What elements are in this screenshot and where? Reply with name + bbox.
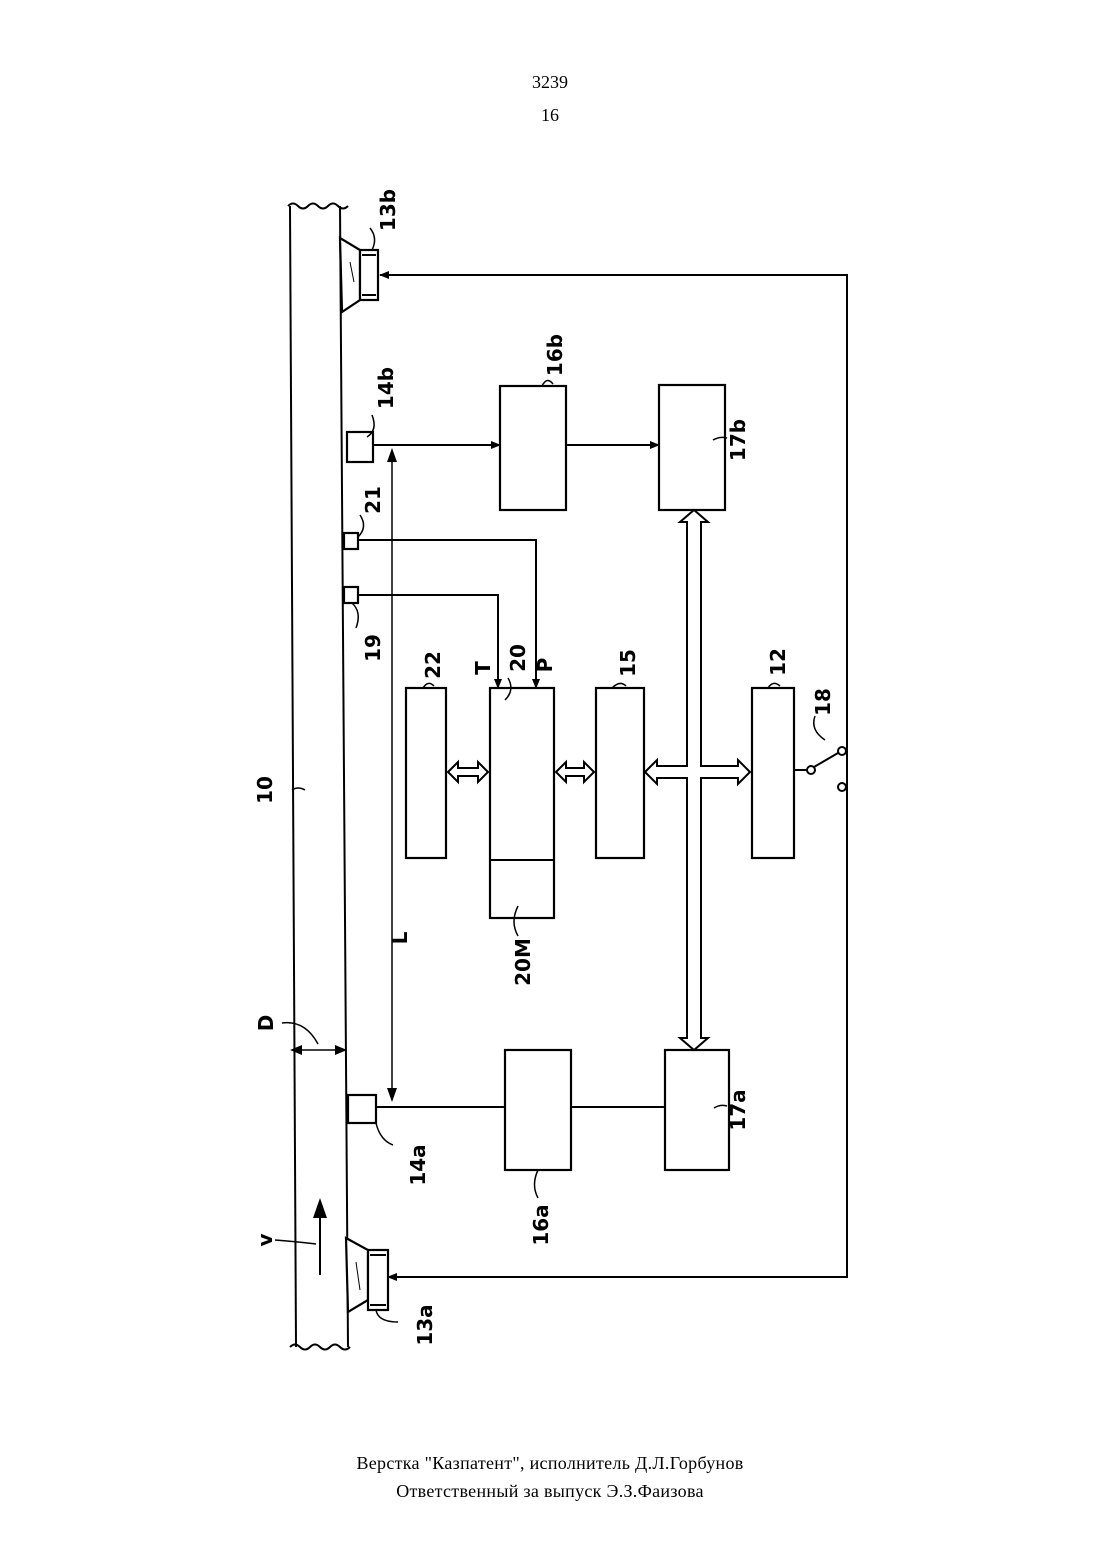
block-22 bbox=[406, 688, 446, 858]
label-19: 19 bbox=[361, 634, 385, 662]
label-18: 18 bbox=[811, 688, 835, 716]
label-20: 20 bbox=[506, 644, 530, 672]
block-12 bbox=[752, 688, 794, 858]
label-v: v bbox=[253, 1233, 277, 1246]
block-15 bbox=[596, 688, 644, 858]
label-17b: 17b bbox=[726, 419, 750, 461]
label-T: T bbox=[471, 661, 495, 675]
label-12: 12 bbox=[766, 648, 790, 676]
sensor-19 bbox=[344, 587, 358, 603]
pipe-wall bbox=[288, 204, 350, 1350]
label-17a: 17a bbox=[726, 1089, 750, 1130]
sensor-21 bbox=[344, 533, 358, 549]
block-17a bbox=[665, 1050, 729, 1170]
label-13b: 13b bbox=[376, 189, 400, 231]
label-P: P bbox=[533, 658, 557, 673]
line-drive-13a bbox=[410, 790, 847, 1277]
label-D: D bbox=[254, 1015, 278, 1032]
label-16b: 16b bbox=[543, 334, 567, 376]
footer-line-2: Ответственный за выпуск Э.З.Фаизова bbox=[0, 1481, 1100, 1502]
label-L: L bbox=[388, 931, 412, 944]
label-21: 21 bbox=[361, 486, 385, 514]
label-14b: 14b bbox=[374, 367, 398, 409]
receiver-14a bbox=[348, 1095, 376, 1123]
footer-line-1: Верстка "Казпатент", исполнитель Д.Л.Гор… bbox=[0, 1453, 1100, 1474]
label-10: 10 bbox=[253, 776, 277, 804]
label-15: 15 bbox=[616, 649, 640, 677]
flow-arrow bbox=[275, 1198, 327, 1275]
label-22: 22 bbox=[421, 651, 445, 679]
label-13a: 13a bbox=[413, 1304, 437, 1345]
switch-18 bbox=[794, 747, 846, 791]
block-16a bbox=[505, 1050, 571, 1170]
block-16b bbox=[500, 386, 566, 510]
label-14a: 14a bbox=[406, 1144, 430, 1185]
diameter-d-dimension bbox=[282, 1023, 347, 1055]
label-20M: 20M bbox=[511, 938, 535, 986]
processor-20 bbox=[490, 688, 554, 918]
label-16a: 16a bbox=[529, 1204, 553, 1245]
distance-l-dimension bbox=[387, 448, 397, 1102]
receiver-14b bbox=[347, 432, 373, 462]
transducer-13a bbox=[346, 1238, 388, 1312]
block-17b bbox=[659, 385, 725, 510]
